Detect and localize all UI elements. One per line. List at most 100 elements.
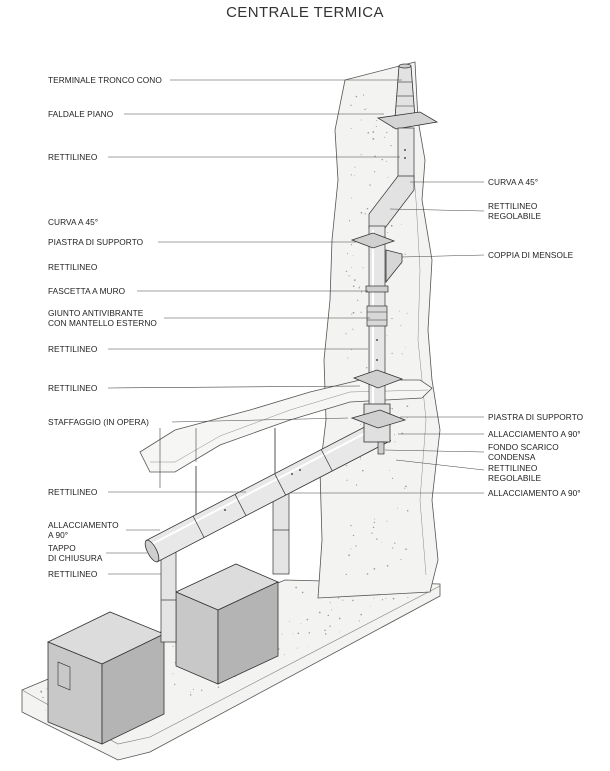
texture-dot	[359, 457, 361, 459]
label-line: GIUNTO ANTIVIBRANTE	[48, 308, 144, 318]
texture-dot	[372, 526, 375, 529]
intermediate-slab	[139, 379, 433, 473]
texture-dot	[318, 611, 321, 614]
label-line: FASCETTA A MURO	[48, 286, 126, 296]
texture-dot	[306, 618, 309, 621]
texture-dot	[300, 623, 302, 625]
label-faldale-piano: FALDALE PIANO	[48, 109, 113, 119]
texture-dot	[351, 313, 353, 315]
texture-dot	[366, 207, 369, 210]
boiler-rear	[175, 563, 279, 685]
texture-dot	[389, 469, 390, 471]
texture-dot	[307, 645, 309, 647]
texture-dot	[174, 683, 176, 686]
texture-dot	[288, 620, 290, 622]
label-line: REGOLABILE	[488, 473, 542, 483]
texture-dot	[387, 232, 389, 234]
label-line: REGOLABILE	[488, 211, 542, 221]
texture-dot	[296, 647, 298, 649]
texture-dot	[390, 145, 392, 147]
texture-dot	[376, 120, 378, 121]
texture-dot	[352, 285, 355, 288]
texture-dot	[350, 174, 352, 176]
texture-dot	[354, 166, 356, 168]
texture-dot	[352, 311, 355, 314]
label-line: RETTILINEO	[48, 487, 98, 497]
label-line: RETTILINEO	[488, 201, 538, 211]
label-piastra-di-supporto-right: PIASTRA DI SUPPORTO	[488, 412, 583, 422]
condensate-drain	[377, 441, 385, 455]
leader-line	[389, 208, 485, 212]
texture-dot	[351, 267, 352, 269]
texture-dot	[374, 518, 375, 520]
label-rettilineo-5: RETTILINEO	[48, 487, 97, 497]
texture-dot	[46, 688, 48, 690]
texture-dot	[350, 197, 352, 199]
support-plate-upper	[350, 232, 396, 249]
label-line: CURVA A 45°	[488, 177, 539, 187]
texture-dot	[360, 423, 362, 425]
flat-flashing	[376, 111, 439, 130]
texture-dot	[404, 487, 406, 489]
texture-dot	[42, 696, 44, 699]
texture-dot	[172, 645, 174, 647]
texture-dot	[278, 648, 280, 650]
texture-dot	[359, 285, 361, 287]
label-rettilineo-3: RETTILINEO	[48, 344, 97, 354]
texture-dot	[358, 287, 361, 289]
texture-dot	[192, 688, 194, 690]
label-line: TERMINALE TRONCO CONO	[48, 75, 162, 85]
texture-dot	[372, 131, 375, 133]
label-line: ALLACCIAMENTO A 90°	[488, 429, 581, 439]
label-line: RETTILINEO	[48, 262, 98, 272]
texture-dot	[348, 554, 350, 557]
texture-dot	[347, 357, 349, 359]
texture-dot	[327, 614, 330, 617]
leader-line	[384, 449, 485, 453]
texture-dot	[355, 545, 357, 547]
texture-dot	[172, 673, 174, 675]
texture-dot	[297, 632, 300, 635]
label-line: CON MANTELLO ESTERNO	[48, 318, 157, 328]
texture-dot	[354, 175, 355, 176]
texture-dot	[386, 564, 389, 567]
label-line: CONDENSA	[488, 452, 536, 462]
pipe-highlight	[149, 424, 382, 546]
texture-dot	[338, 617, 341, 620]
texture-dot	[406, 417, 408, 419]
texture-dot	[360, 291, 363, 293]
rivet	[291, 473, 293, 475]
texture-dot	[381, 599, 384, 601]
texture-dot	[189, 694, 192, 696]
texture-dot	[392, 597, 395, 600]
texture-dot	[397, 507, 398, 509]
texture-dot	[308, 631, 311, 634]
texture-dot	[391, 477, 394, 480]
texture-dot	[324, 629, 326, 632]
leader-line	[401, 254, 485, 258]
texture-dot	[384, 136, 386, 138]
leader-lines-left	[106, 79, 402, 575]
texture-dot	[217, 686, 220, 688]
texture-dot	[201, 689, 203, 691]
texture-dot	[404, 253, 406, 255]
texture-dot	[350, 524, 352, 527]
texture-dot	[390, 224, 393, 227]
texture-dot	[301, 591, 304, 594]
texture-dot	[392, 547, 394, 549]
texture-dot	[371, 532, 373, 534]
texture-dot	[346, 479, 348, 481]
label-line: CURVA A 45°	[48, 217, 99, 227]
leader-lines-right	[290, 181, 485, 494]
closing-cap	[144, 539, 160, 563]
label-line: DI CHIUSURA	[48, 553, 103, 563]
texture-dot	[350, 104, 352, 106]
rivet	[404, 149, 406, 151]
pipe-ring	[274, 473, 287, 496]
label-curva-45-left: CURVA A 45°	[48, 217, 98, 227]
rivet	[224, 509, 226, 511]
